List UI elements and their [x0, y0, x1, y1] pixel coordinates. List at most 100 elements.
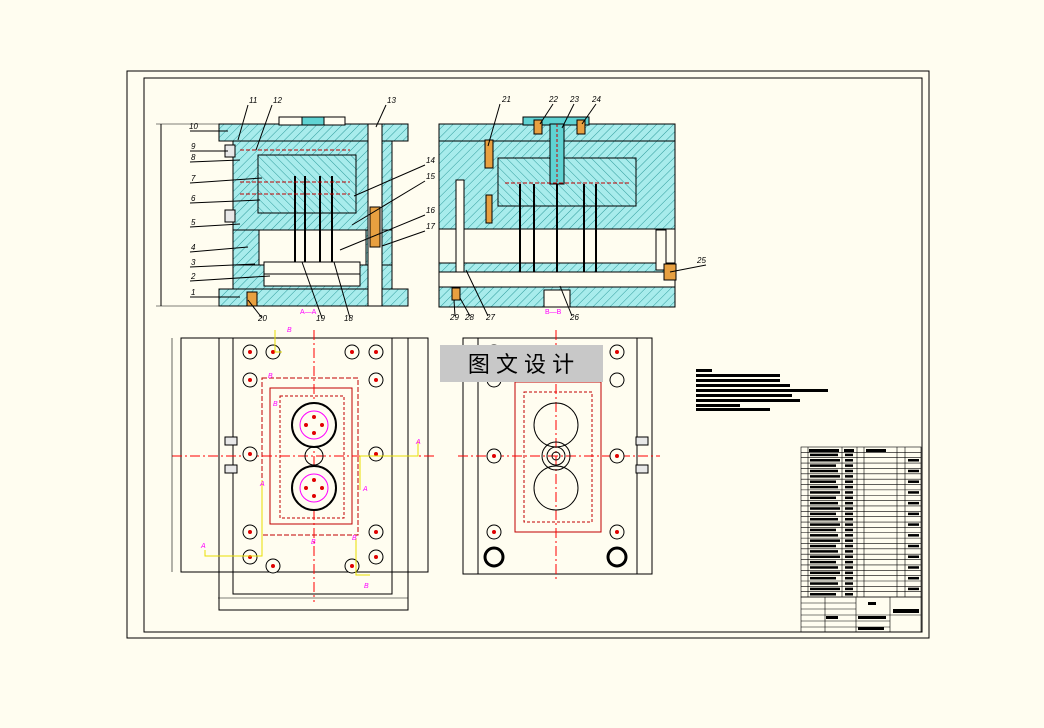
parts-row-mark [845, 528, 853, 532]
callout-6: 6 [191, 194, 196, 203]
section-label-a: A—A [300, 309, 317, 316]
parts-row-mark [845, 501, 853, 505]
callout-18: 18 [344, 314, 353, 323]
marker-b-5: B [352, 535, 357, 542]
parts-row-mark [908, 480, 919, 483]
parts-row-mark [908, 534, 919, 537]
callout-28: 28 [464, 313, 474, 322]
callout-8: 8 [191, 153, 196, 162]
callout-14: 14 [426, 156, 435, 165]
parts-row-mark [845, 464, 853, 467]
parts-row-mark [810, 517, 838, 521]
inner-frame [143, 77, 923, 633]
parts-row-mark [908, 459, 919, 462]
parts-row-mark [810, 512, 836, 516]
callout-5: 5 [191, 218, 196, 227]
parts-row-mark [845, 550, 853, 553]
parts-row-mark [845, 544, 853, 548]
parts-row-mark [845, 496, 853, 500]
callout-2: 2 [190, 272, 196, 281]
parts-row-mark [810, 523, 840, 526]
parts-row-mark [810, 593, 836, 596]
callout-3: 3 [191, 258, 196, 267]
parts-row-mark [908, 555, 919, 558]
callout-7: 7 [191, 174, 196, 183]
parts-row-mark [908, 576, 919, 580]
outer-frame [126, 70, 930, 639]
section-label-b: B—B [545, 309, 562, 316]
watermark-text: 图 文 设 计 [468, 352, 574, 377]
parts-row-mark [845, 507, 853, 510]
parts-row-mark [845, 475, 853, 478]
parts-row-mark [908, 587, 919, 591]
parts-row-mark [810, 528, 836, 532]
callout-20: 20 [257, 314, 267, 323]
parts-row-mark [810, 480, 836, 483]
parts-row-mark [810, 469, 838, 473]
parts-row-mark [845, 593, 853, 596]
parts-row-mark [810, 576, 836, 580]
callout-11: 11 [249, 96, 257, 105]
parts-list [800, 446, 922, 598]
parts-row-mark [908, 491, 919, 494]
marker-b-2: B [268, 373, 273, 380]
parts-row-mark [845, 539, 853, 542]
parts-row-mark [845, 485, 853, 489]
parts-row-mark [845, 587, 853, 591]
parts-row-mark [845, 512, 853, 516]
parts-row-mark [810, 501, 838, 505]
callout-24: 24 [591, 95, 601, 104]
callout-19: 19 [316, 314, 325, 323]
marker-a-1: A [415, 439, 421, 446]
parts-row-mark [845, 582, 853, 585]
marker-a-3: A [200, 543, 206, 550]
parts-row-mark [845, 453, 853, 457]
callout-9: 9 [191, 142, 196, 151]
parts-row-mark [845, 576, 853, 580]
section-markers: A A A A B B B B B B [200, 327, 421, 590]
title-block [800, 596, 922, 633]
callout-23: 23 [569, 95, 579, 104]
parts-row-mark [810, 507, 840, 510]
marker-a-2: A [362, 486, 368, 493]
marker-b-4: B [311, 539, 316, 546]
callout-13: 13 [387, 96, 396, 105]
parts-row-mark [810, 566, 838, 569]
callout-17: 17 [426, 222, 435, 231]
callout-21: 21 [501, 95, 511, 104]
watermark-box: 图 文 设 计 [440, 345, 603, 382]
parts-row-mark [908, 501, 919, 505]
marker-a-4: A [259, 481, 265, 488]
parts-row-mark [908, 469, 919, 473]
parts-row-mark [810, 544, 836, 548]
callout-4: 4 [191, 243, 196, 252]
parts-row-mark [845, 517, 853, 521]
callout-27: 27 [485, 313, 495, 322]
parts-row-mark [810, 539, 840, 542]
parts-row-mark [845, 523, 853, 526]
parts-row-mark [845, 534, 853, 537]
parts-row-mark [810, 555, 840, 558]
parts-row-mark [845, 459, 853, 462]
callout-16: 16 [426, 206, 435, 215]
marker-b-1: B [287, 327, 292, 334]
section-view-a [156, 116, 409, 307]
parts-row-mark [810, 560, 836, 564]
parts-row-mark [810, 485, 838, 489]
parts-row-mark [810, 464, 836, 467]
parts-row-mark [810, 459, 840, 462]
callout-26: 26 [569, 313, 579, 322]
marker-b-6: B [364, 583, 369, 590]
parts-row-mark [810, 571, 840, 575]
parts-row-mark [810, 550, 838, 553]
parts-row-mark [845, 469, 853, 473]
callout-1: 1 [191, 288, 195, 297]
parts-row-mark [810, 453, 838, 457]
parts-row-mark [845, 560, 853, 564]
parts-row-mark [810, 587, 840, 591]
technical-notes [696, 369, 828, 411]
parts-row-mark [845, 571, 853, 575]
parts-row-mark [845, 491, 853, 494]
callout-25: 25 [696, 256, 706, 265]
